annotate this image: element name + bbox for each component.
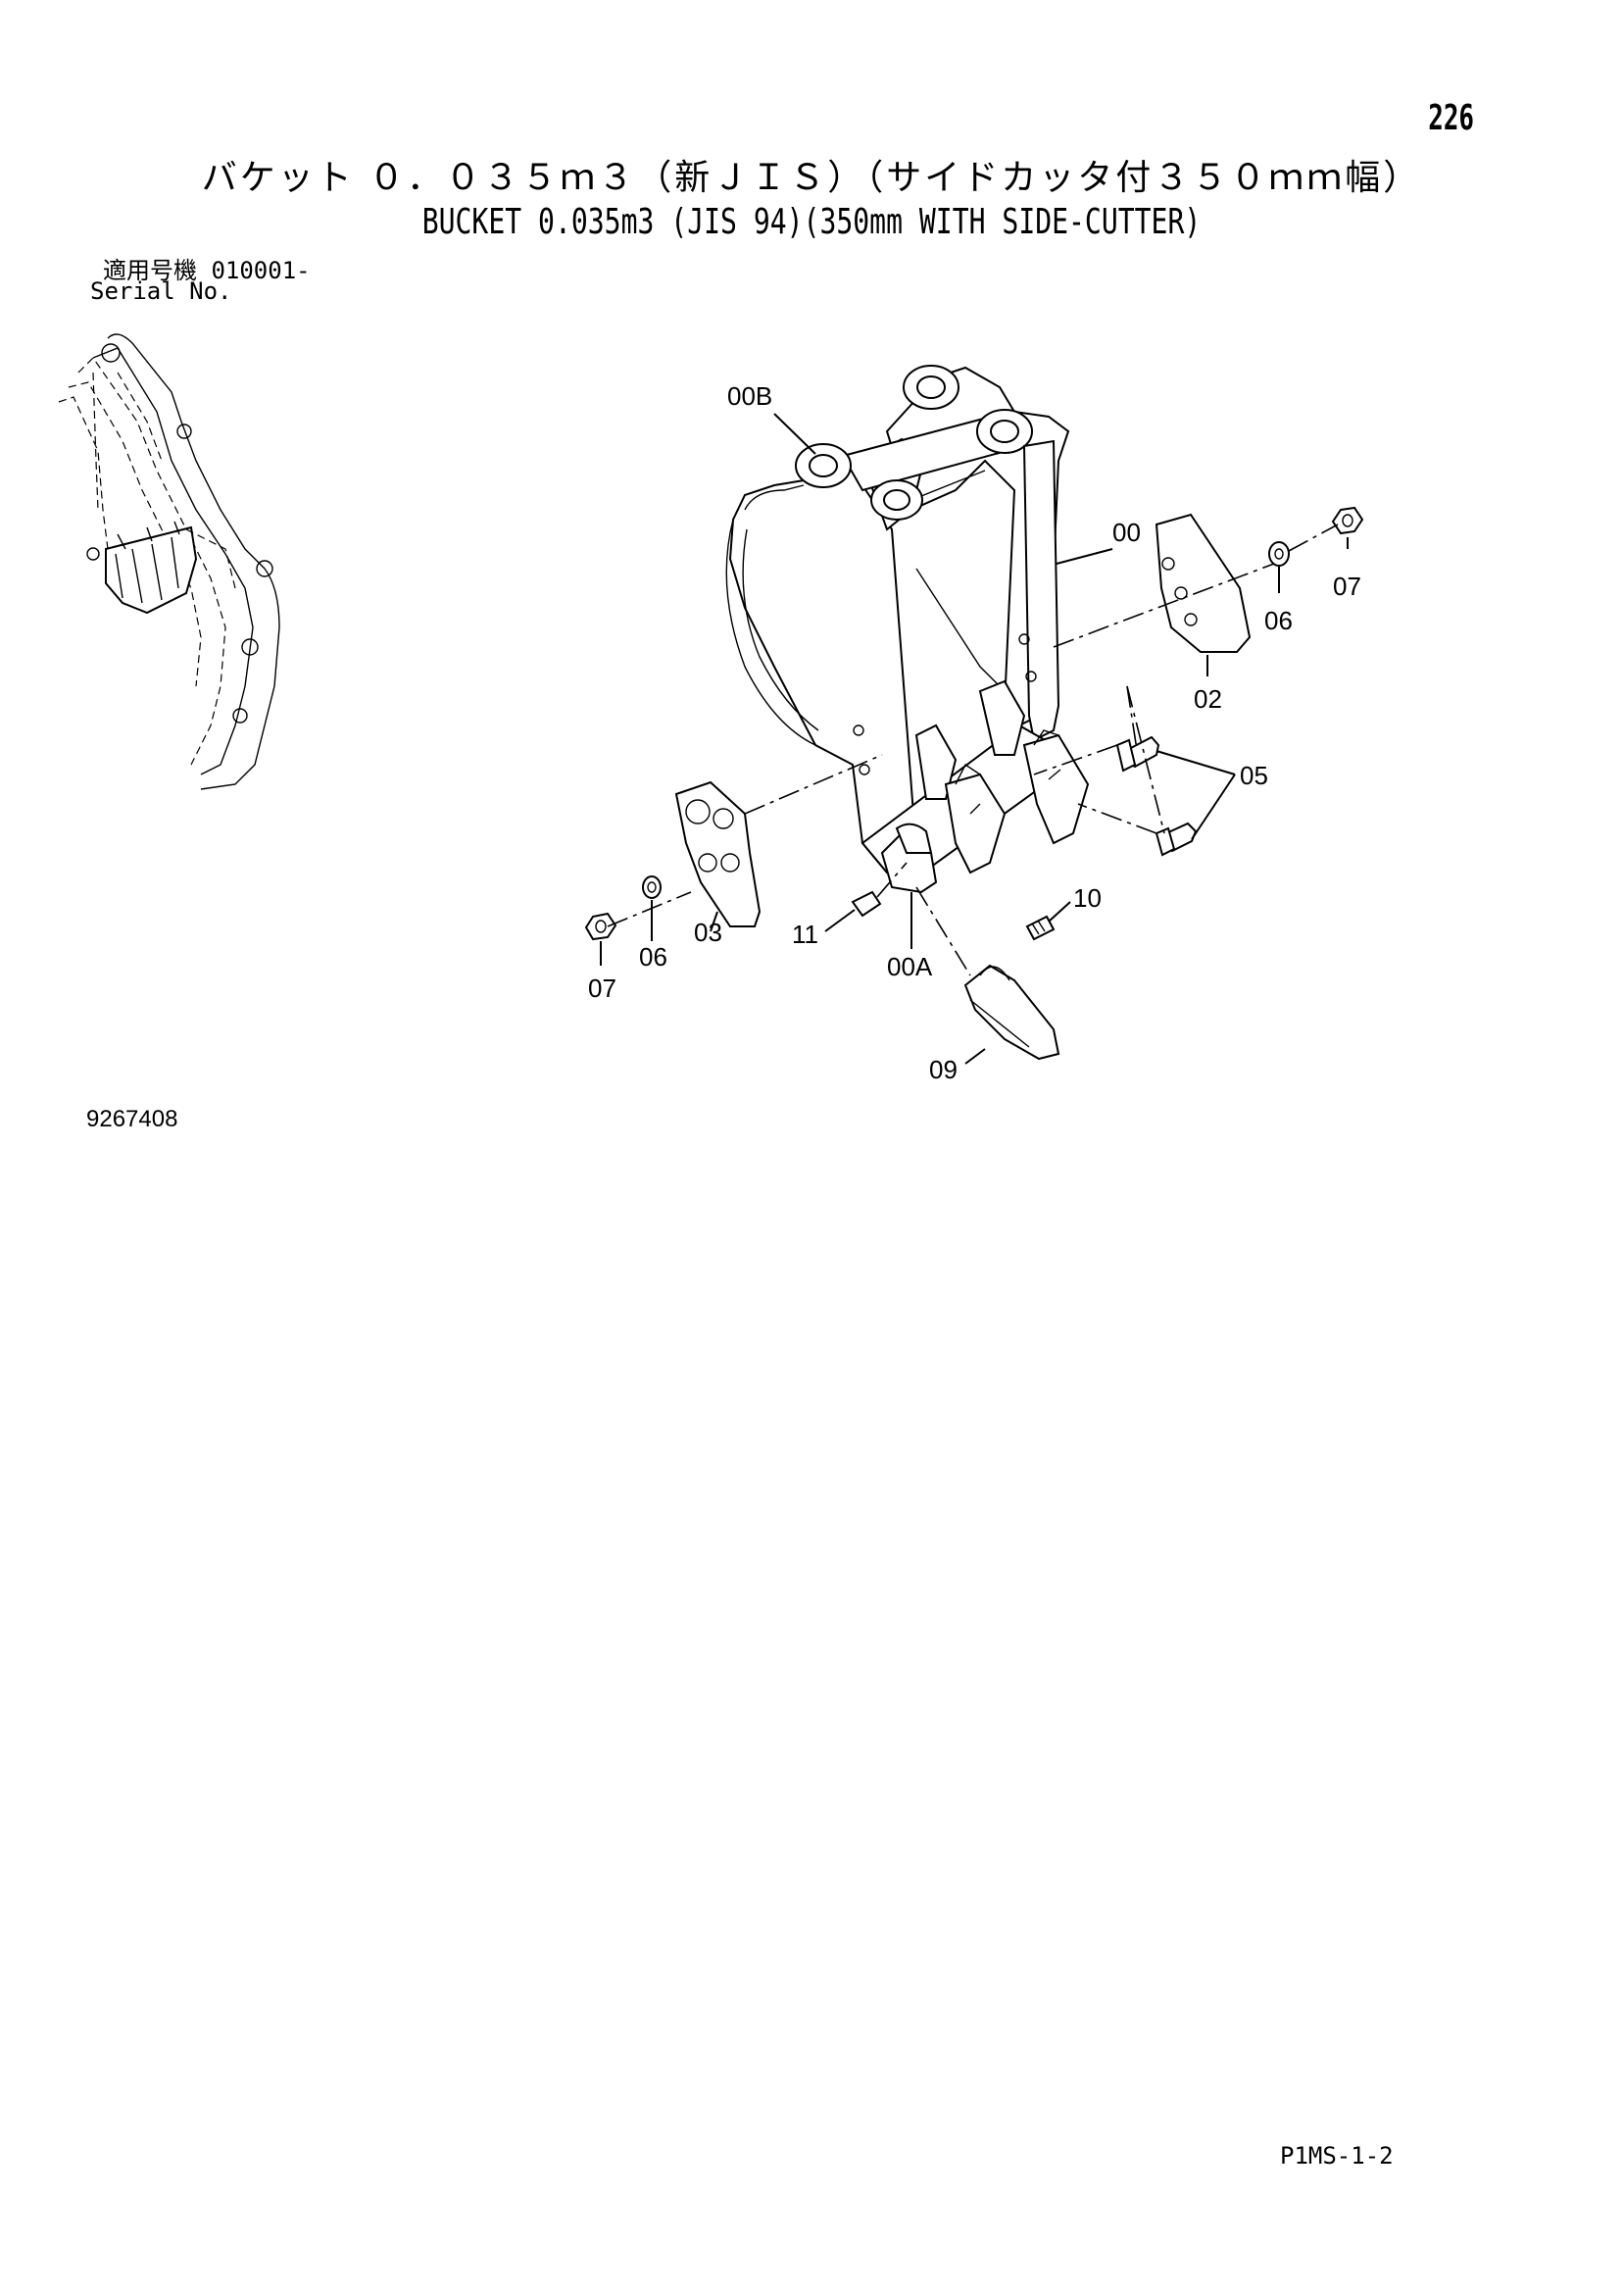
callout-03: 03 xyxy=(694,918,722,947)
callout-00B: 00B xyxy=(727,381,772,411)
callout-02: 02 xyxy=(1194,684,1222,714)
serial-label-japanese: 適用号機 010001- xyxy=(103,251,311,285)
side-cutter-right xyxy=(1155,513,1252,653)
callout-09: 09 xyxy=(929,1055,958,1084)
callout-06-right: 06 xyxy=(1264,606,1293,635)
title-japanese: バケット ０．０３５ｍ３（新ＪＩＳ）（サイドカッタ付３５０ｍｍ幅） xyxy=(201,158,1422,198)
callout-labels: 00B 00 07 06 02 05 03 11 10 00A 06 07 09 xyxy=(588,381,1361,1084)
callout-00A: 00A xyxy=(887,952,933,981)
serial-label-ja-text: 適用号機 xyxy=(103,257,197,284)
serial-value: 010001- xyxy=(211,257,311,284)
callout-07-right: 07 xyxy=(1333,572,1361,601)
callout-05: 05 xyxy=(1240,761,1268,790)
side-cutter-left xyxy=(674,780,762,927)
hardware xyxy=(584,506,1364,1061)
document-number: 9267408 xyxy=(86,1106,178,1132)
title-english: BUCKET 0.035m3 (JIS 94)(350mm WITH SIDE-… xyxy=(421,202,1202,242)
callout-10: 10 xyxy=(1073,883,1102,913)
serial-label-english: Serial No. xyxy=(90,277,232,305)
callout-11: 11 xyxy=(792,920,818,949)
bucket-body xyxy=(725,365,1090,894)
assembly-lines xyxy=(607,524,1339,976)
page-number: 226 xyxy=(1428,98,1474,138)
leader-lines xyxy=(600,413,1349,1065)
callout-07-left: 07 xyxy=(588,973,616,1003)
footer-code: P1MS-1-2 xyxy=(1280,2142,1394,2170)
callout-00: 00 xyxy=(1112,518,1141,547)
excavator-arm-thumbnail xyxy=(58,333,280,790)
callout-06-left: 06 xyxy=(639,942,667,972)
